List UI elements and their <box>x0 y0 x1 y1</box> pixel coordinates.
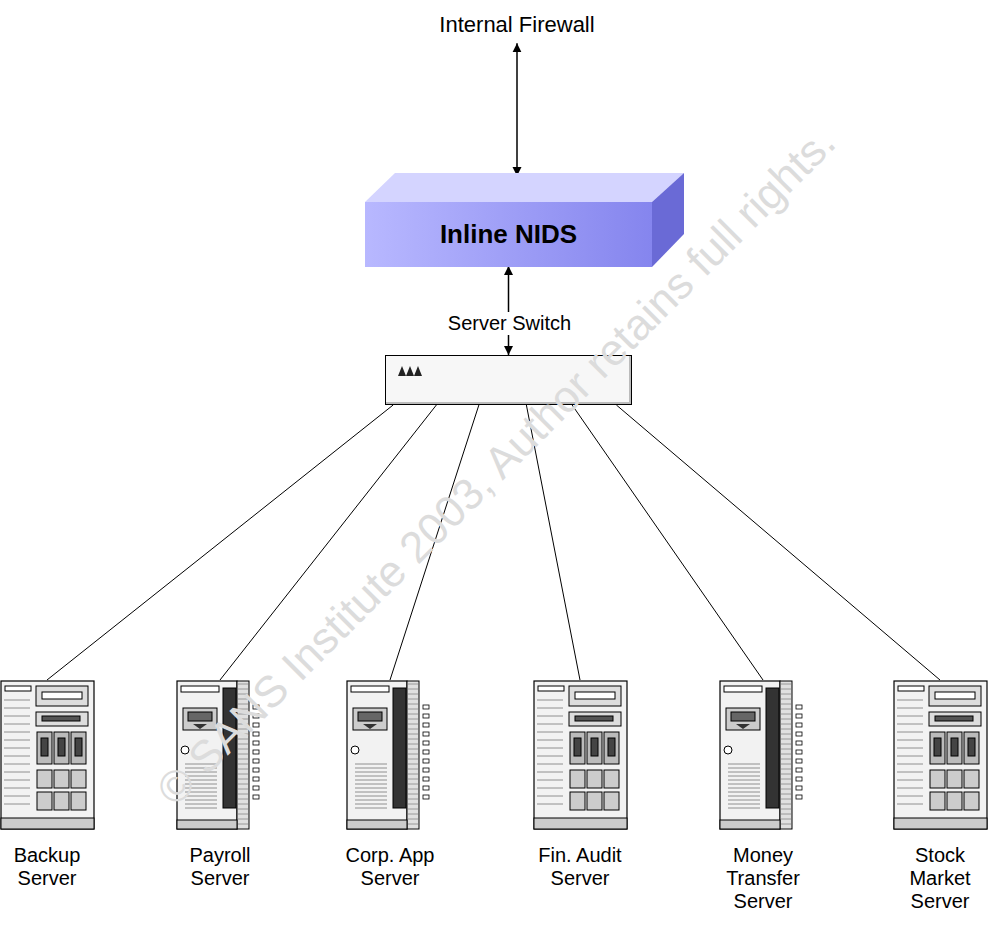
network-label-node: Internal Firewall <box>435 10 598 39</box>
bidirectional-arrow <box>508 266 510 355</box>
server-label: Corp. App Server <box>335 844 445 890</box>
server-label: Stock Market Server <box>892 844 988 913</box>
server-illustration <box>345 680 435 830</box>
server-tower: Corp. App Server <box>335 680 445 890</box>
network-link <box>616 405 940 680</box>
server-tower: Backup Server <box>0 680 95 890</box>
node-title: Server Switch <box>445 312 574 335</box>
server-label: Fin. Audit Server <box>525 844 635 890</box>
network-link <box>390 405 479 680</box>
server-illustration <box>533 680 628 830</box>
network-link <box>526 405 580 680</box>
server-illustration <box>718 680 808 830</box>
server-label: Payroll Server <box>168 844 272 890</box>
bidirectional-arrow <box>516 43 518 176</box>
network-link <box>572 405 763 680</box>
server-label: Money Transfer Server <box>711 844 815 913</box>
network-link <box>220 405 436 680</box>
nids-box: Inline NIDS <box>365 172 685 268</box>
vendor-logo <box>396 362 436 382</box>
network-switch: Server Switch <box>385 355 632 405</box>
server-illustration <box>175 680 265 830</box>
server-tower: Fin. Audit Server <box>525 680 635 890</box>
server-illustration <box>0 680 95 830</box>
server-tower: Stock Market Server <box>892 680 988 913</box>
node-title: Internal Firewall <box>435 10 598 39</box>
network-link <box>47 405 393 680</box>
server-illustration <box>893 680 988 830</box>
server-tower: Payroll Server <box>168 680 272 890</box>
node-title: Inline NIDS <box>365 220 652 250</box>
server-tower: Money Transfer Server <box>711 680 815 913</box>
server-label: Backup Server <box>0 844 95 890</box>
